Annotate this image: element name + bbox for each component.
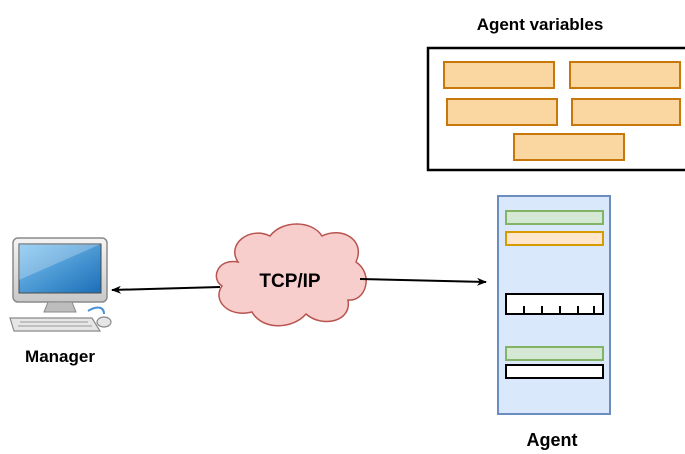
server-slot-green bbox=[505, 346, 604, 361]
agent-variable bbox=[446, 98, 558, 126]
agent-variable bbox=[443, 61, 555, 89]
desktop-computer-icon bbox=[9, 237, 112, 332]
arrow-to-agent bbox=[359, 277, 487, 286]
agent-variables-title: Agent variables bbox=[477, 15, 604, 34]
cloud-icon bbox=[215, 223, 367, 327]
agent-label: Agent bbox=[527, 430, 578, 450]
tcp-ip-label: TCP/IP bbox=[259, 271, 321, 292]
arrow-to-manager bbox=[111, 285, 221, 294]
manager-label: Manager bbox=[25, 347, 95, 366]
server-slot-white bbox=[505, 364, 604, 379]
agent-variable bbox=[513, 133, 625, 161]
agent-variable bbox=[569, 61, 681, 89]
server-rack-icon bbox=[497, 195, 611, 415]
agent-variables-box bbox=[426, 46, 685, 172]
server-slot-green bbox=[505, 210, 604, 225]
server-port-panel bbox=[505, 293, 604, 315]
agent-variable bbox=[571, 98, 681, 126]
server-slot-orange bbox=[505, 231, 604, 246]
